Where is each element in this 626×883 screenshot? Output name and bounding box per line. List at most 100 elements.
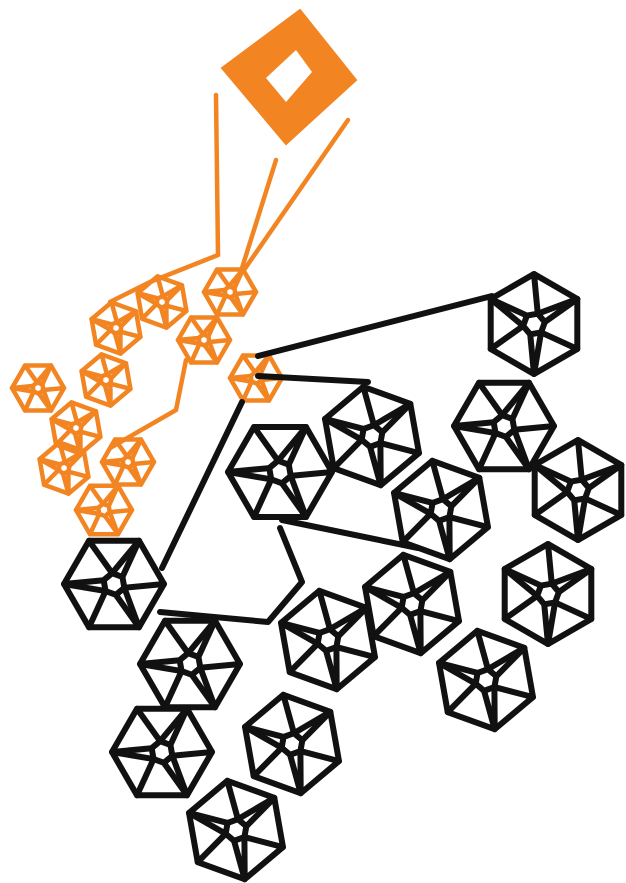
black-cube-10-spoke (336, 647, 375, 657)
orange-cube-7-spoke (25, 365, 37, 382)
black-cube-1 (491, 274, 578, 374)
black-cube-13-outline (245, 695, 339, 793)
black-cube-4-spoke (254, 479, 271, 517)
orange-cube-4 (92, 302, 141, 353)
orange-cube-1 (204, 269, 256, 314)
black-cube-9 (505, 544, 592, 644)
black-cube-12-spoke (448, 684, 476, 712)
black-cube-15-spoke (244, 837, 283, 847)
orange-kite-cluster (12, 10, 356, 534)
black-cube-14 (112, 709, 212, 796)
orange-cube-9-spoke (133, 462, 154, 464)
black-cube-15-outline (189, 781, 283, 879)
orange-cube-11 (76, 486, 132, 534)
black-cube-15 (189, 781, 283, 879)
black-cube-1-spoke (541, 332, 577, 349)
orange-cube-11-spoke (90, 486, 103, 504)
orange-cube-10 (40, 442, 89, 493)
black-cube-12 (439, 631, 533, 729)
black-link-bend (160, 528, 302, 622)
black-cube-7-spoke (89, 541, 112, 573)
orange-cube-11-spoke (110, 510, 132, 512)
black-cube-10-spoke (290, 644, 318, 672)
black-cube-9-spoke (555, 602, 591, 619)
orange-cube-3-spoke (191, 317, 203, 334)
orange-cube-11-spoke (90, 514, 99, 534)
orange-cube-1-spoke (217, 296, 226, 315)
black-cube-3-spoke (334, 440, 362, 468)
black-cube-7-spoke (124, 584, 164, 588)
black-cube-5-spoke (403, 514, 431, 542)
black-cube-cluster (64, 274, 621, 879)
orange-cube-6-spoke (86, 382, 101, 397)
orange-cube-2-outline (138, 276, 187, 327)
black-cube-6 (535, 440, 622, 540)
orange-cube-3-spoke (209, 340, 230, 342)
black-cube-6-spoke (535, 492, 567, 515)
orange-cube-1-spoke (217, 269, 229, 286)
black-cube-12-spoke (494, 687, 533, 697)
black-cube-11-spoke (165, 621, 188, 653)
orange-cube-6 (82, 354, 131, 405)
black-cube-8-spoke (374, 608, 402, 636)
orange-cube-2 (138, 276, 187, 327)
black-cube-2 (454, 383, 554, 470)
black-cube-14-spoke (137, 759, 154, 795)
black-cube-11-spoke (165, 671, 182, 707)
black-cube-5-spoke (449, 517, 488, 527)
orange-cube-4-spoke (96, 330, 111, 345)
black-cube-9-spoke (548, 544, 552, 584)
black-link-top (258, 296, 492, 356)
black-cube-7-spoke (89, 591, 106, 627)
black-cube-13-spoke (300, 751, 339, 761)
orange-cube-9 (102, 439, 154, 484)
black-cube-15-spoke (198, 834, 226, 862)
black-cube-4-spoke (291, 472, 332, 476)
black-link-left (162, 402, 242, 568)
orange-cube-5-spoke (243, 382, 252, 401)
black-cube-4-spoke (254, 427, 278, 461)
black-cube-7 (64, 541, 164, 628)
black-cube-10 (281, 591, 375, 689)
black-cube-5-outline (394, 461, 488, 559)
black-cube-1-spoke (534, 274, 538, 314)
orange-cube-4-outline (92, 302, 141, 353)
black-cube-10-outline (281, 591, 375, 689)
orange-cube-9-spoke (115, 466, 124, 485)
orange-cube-10-outline (40, 442, 89, 493)
black-cube-14-spoke (172, 752, 212, 756)
orange-cube-10-spoke (44, 470, 59, 485)
black-cube-2-spoke (479, 383, 502, 415)
black-cube-3-outline (325, 387, 419, 485)
black-cube-11 (140, 621, 240, 708)
black-cube-4 (228, 427, 332, 517)
black-cube-8-spoke (420, 611, 459, 621)
black-cube-8-outline (365, 555, 459, 653)
black-cube-3-spoke (380, 443, 419, 453)
orange-cube-6-outline (82, 354, 131, 405)
black-cube-13 (245, 695, 339, 793)
orange-cube-1-spoke (235, 292, 256, 294)
black-cube-11-spoke (200, 664, 240, 668)
orange-link-2 (110, 360, 186, 448)
orange-cube-2-spoke (142, 304, 157, 319)
black-cube-14-spoke (137, 709, 160, 741)
black-cube-6-spoke (578, 440, 582, 480)
orange-cube-7-spoke (25, 392, 34, 411)
orange-cube-7-spoke (43, 388, 64, 390)
black-cube-3 (325, 387, 419, 485)
black-cube-2-spoke (514, 426, 554, 430)
black-cube-5 (394, 461, 488, 559)
black-cube-1-spoke (491, 326, 523, 349)
orange-cube-5-spoke (243, 355, 255, 372)
black-cube-12-outline (439, 631, 533, 729)
black-cube-2-spoke (479, 433, 496, 469)
orange-cube-7 (12, 365, 64, 410)
black-cube-13-spoke (254, 748, 282, 776)
black-cube-6-spoke (585, 498, 621, 515)
kite-string-3 (244, 120, 348, 270)
orange-cube-3-spoke (191, 344, 200, 363)
black-link-upper (258, 376, 368, 382)
orange-cube-3 (178, 317, 230, 362)
